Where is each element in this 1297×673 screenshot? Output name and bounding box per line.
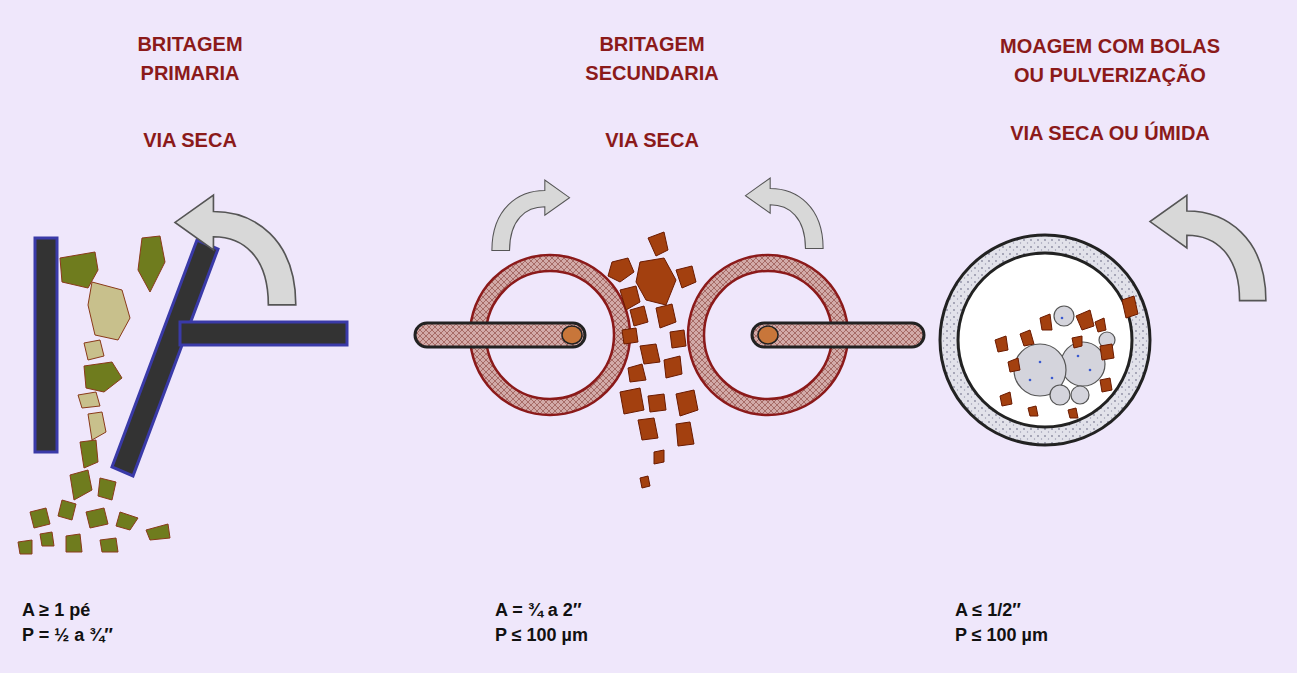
stage-heading: VIA SECA (115, 126, 265, 155)
size-spec: P ≤ 100 µm (495, 621, 588, 650)
roll-crusher (415, 178, 924, 488)
stage-heading: BRITAGEM PRIMARIA (115, 30, 265, 88)
stage-heading: BRITAGEM SECUNDARIA (567, 30, 737, 88)
size-spec: A ≤ 1/2″ (955, 596, 1021, 625)
ball-mill (940, 195, 1266, 445)
size-spec: A = ¾ a 2″ (495, 596, 582, 625)
size-spec: P ≤ 100 µm (955, 621, 1048, 650)
size-spec: A ≥ 1 pé (22, 596, 90, 625)
stage-heading: VIA SECA (567, 126, 737, 155)
jaw-crusher (18, 195, 347, 554)
stage-heading: MOAGEM COM BOLAS OU PULVERIZAÇÃO (996, 32, 1224, 90)
stage-heading: VIA SECA OU ÚMIDA (985, 119, 1235, 148)
size-spec: P = ½ a ¾″ (22, 621, 113, 650)
